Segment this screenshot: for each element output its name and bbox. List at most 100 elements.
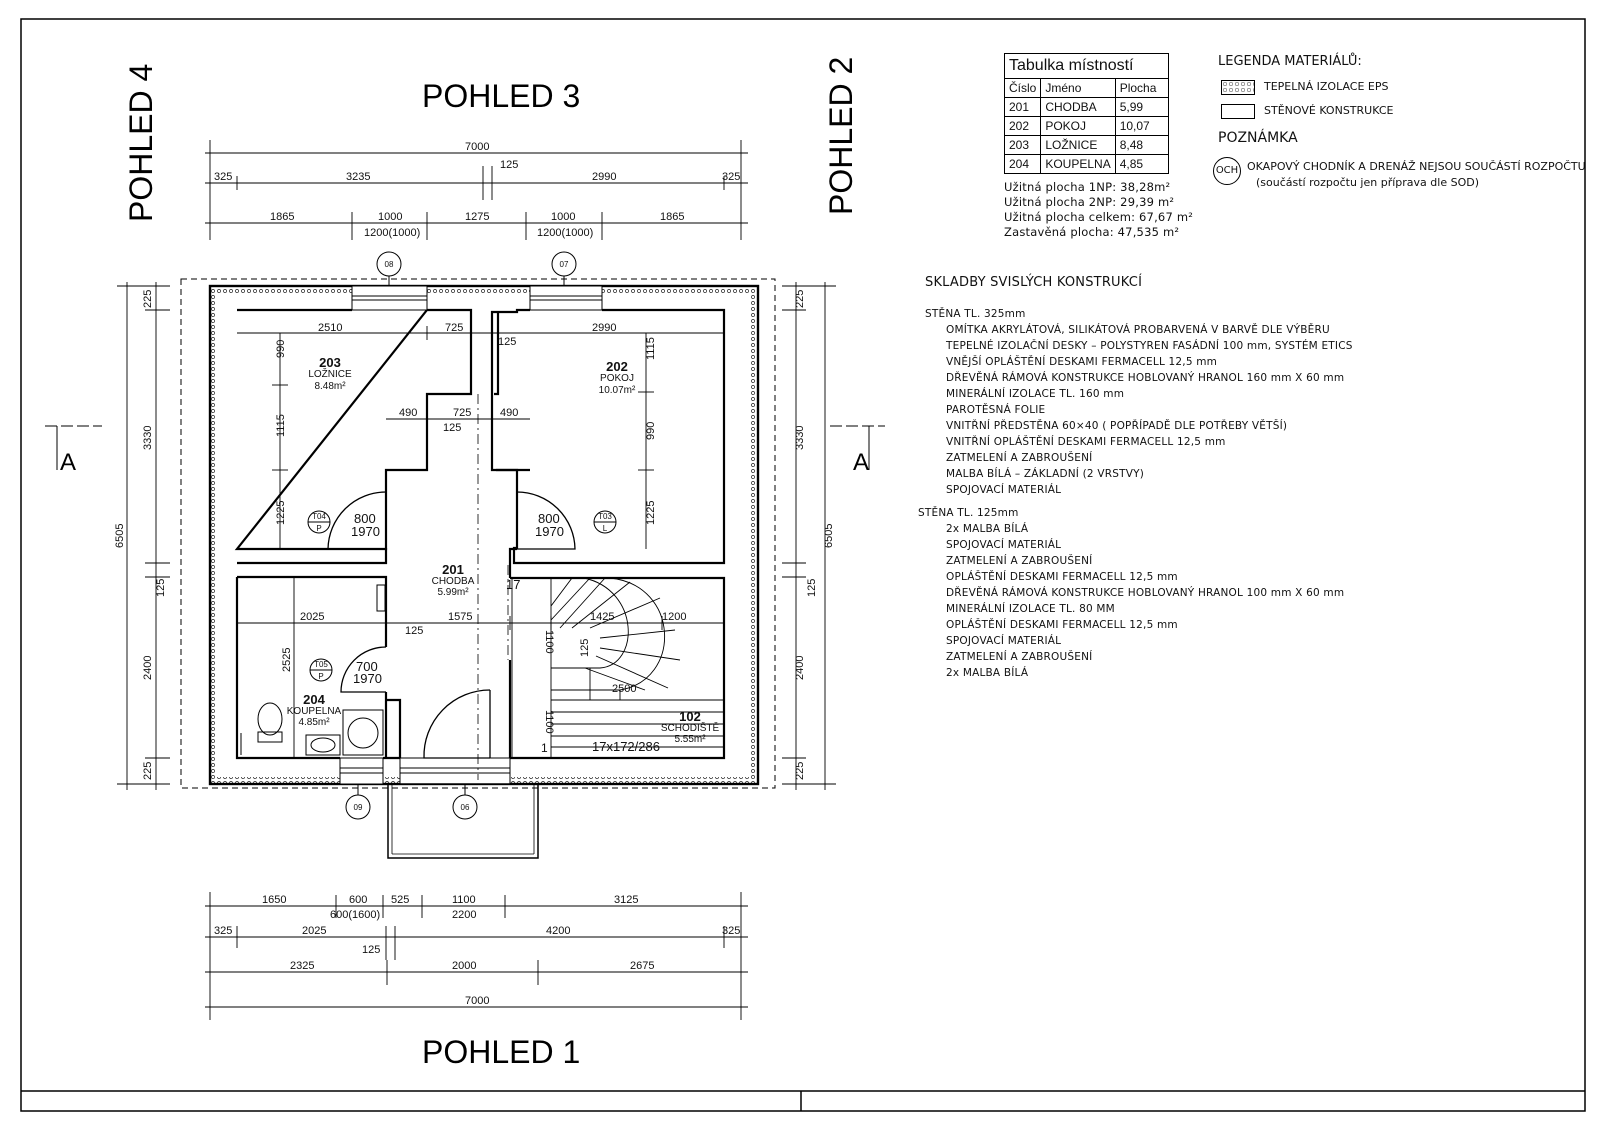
- window-tags: [345, 251, 577, 820]
- view-label-2: POHLED 2: [823, 57, 859, 215]
- dim-left-3330: 3330: [142, 426, 154, 450]
- dim-left-225a: 225: [142, 290, 154, 308]
- wall2-layer: DŘEVĚNÁ RÁMOVÁ KONSTRUKCE HOBLOVANÝ HRAN…: [946, 587, 1345, 599]
- dim-in-1115a: 1115: [275, 414, 287, 437]
- sheet-border: [20, 18, 1586, 1112]
- window-06: [399, 757, 511, 785]
- door-side-t03: L: [603, 524, 608, 533]
- wall-room202-b: [494, 312, 530, 472]
- wall1-layer: OMÍTKA AKRYLÁTOVÁ, SILIKÁTOVÁ PROBARVENÁ…: [946, 324, 1330, 336]
- dim-top-1865a: 1865: [270, 211, 294, 223]
- room-202-name: POKOJ: [600, 373, 634, 384]
- room-204-area: 4.85m²: [298, 717, 330, 728]
- legend-eps-label: TEPELNÁ IZOLACE EPS: [1264, 80, 1389, 93]
- legend-walls-label: STĚNOVÉ KONSTRUKCE: [1264, 104, 1394, 117]
- table-cell: 4,85: [1114, 154, 1169, 174]
- rooms-header-area: Plocha: [1114, 78, 1169, 98]
- dim-bot-125: 125: [362, 944, 380, 956]
- wall1-layer: TEPELNÉ IZOLAČNÍ DESKY – POLYSTYREN FASÁ…: [946, 340, 1353, 352]
- view-label-4: POHLED 4: [123, 64, 159, 222]
- wall1-layer: VNITŘNÍ PŘEDSTĚNA 60×40 ( POPŘÍPADĚ DLE …: [946, 420, 1288, 432]
- dim-top-sub-a: 1200(1000): [364, 227, 420, 239]
- room-202-number: 202: [606, 359, 628, 374]
- door-swings: [327, 491, 576, 759]
- dim-in-990a: 990: [275, 340, 287, 358]
- dim-right-225b: 225: [794, 762, 806, 780]
- view-label-3: POHLED 3: [422, 78, 580, 114]
- dim-right-2400: 2400: [794, 656, 806, 680]
- stair-width-2500: 2500: [612, 683, 636, 695]
- window-tag-08: 08: [385, 260, 394, 269]
- dim-bot-600: 600: [349, 894, 367, 906]
- dim-in-1225b: 1225: [645, 501, 657, 525]
- room-203-name: LOŽNICE: [308, 367, 352, 380]
- wall2-layer: MINERÁLNÍ IZOLACE TL. 80 MM: [946, 603, 1115, 615]
- window-tag-07: 07: [560, 260, 569, 269]
- wall-chimney: [386, 698, 402, 760]
- dim-bot-525: 525: [391, 894, 409, 906]
- dim-in-125a: 125: [498, 336, 516, 348]
- wall2-layer: 2x MALBA BÍLÁ: [946, 667, 1029, 679]
- table-cell: 201: [1003, 97, 1042, 117]
- dim-in-1115b: 1115: [645, 337, 657, 360]
- dim-right-225a: 225: [794, 290, 806, 308]
- window-tag-06: 06: [461, 803, 470, 812]
- room-204-name: KOUPELNA: [287, 706, 342, 717]
- door-tag-t05: T05: [314, 660, 328, 669]
- wall1-layer: VNITŘNÍ OPLÁŠTĚNÍ DESKAMI FERMACELL 12,5…: [946, 436, 1226, 448]
- rooms-table-title: Tabulka místností: [1004, 53, 1169, 79]
- view-label-1: POHLED 1: [422, 1034, 580, 1070]
- wall-203-corridor: [237, 548, 388, 565]
- dim-left-total: 6505: [114, 524, 126, 548]
- table-cell: KOUPELNA: [1040, 154, 1116, 174]
- rooms-header-name: Jméno: [1040, 78, 1116, 98]
- dim-top-1865b: 1865: [660, 211, 684, 223]
- dim-bot-325a: 325: [214, 925, 232, 937]
- room-202-area: 10.07m²: [599, 385, 636, 396]
- dim-top-125: 125: [500, 159, 518, 171]
- dim-right-3330: 3330: [794, 426, 806, 450]
- bathroom-fixtures: [240, 584, 386, 756]
- dim-bot-sub-2200: 2200: [452, 909, 476, 921]
- wall1-layer: MALBA BÍLÁ – ZÁKLADNÍ (2 VRSTVY): [946, 468, 1144, 480]
- dim-bot-4200: 4200: [546, 925, 570, 937]
- wall2-layer: ZATMELENÍ A ZABROUŠENÍ: [946, 555, 1093, 567]
- window-08: [351, 285, 428, 311]
- wall2-layer: SPOJOVACÍ MATERIÁL: [946, 635, 1062, 647]
- dim-bot-1100: 1100: [452, 894, 476, 906]
- note-line1: OKAPOVÝ CHODNÍK A DRENÁŽ NEJSOU SOUČÁSTÍ…: [1247, 160, 1586, 173]
- stair-step-17: 17: [506, 577, 520, 592]
- dim-top-1000b: 1000: [551, 211, 575, 223]
- legend-title: LEGENDA MATERIÁLŮ:: [1218, 54, 1362, 69]
- dim-in-2510: 2510: [318, 322, 342, 334]
- dim-bot-325b: 325: [722, 925, 740, 937]
- wall-room202: [490, 308, 726, 565]
- wall2-layer: OPLÁŠTĚNÍ DESKAMI FERMACELL 12,5 mm: [946, 571, 1178, 583]
- area-total: Užitná plocha celkem: 67,67 m²: [1004, 210, 1194, 224]
- room-201-name: CHODBA: [432, 576, 475, 587]
- dim-in-1225a: 1225: [275, 501, 287, 525]
- dim-top-sub-b: 1200(1000): [537, 227, 593, 239]
- wall2-layer: SPOJOVACÍ MATERIÁL: [946, 539, 1062, 551]
- note-title: POZNÁMKA: [1218, 130, 1298, 146]
- table-cell: POKOJ: [1040, 116, 1116, 136]
- rooms-header-number: Číslo: [1003, 78, 1042, 98]
- room-201-area: 5.99m²: [437, 587, 469, 598]
- axis-lines: [477, 394, 509, 780]
- dim-top-1000a: 1000: [378, 211, 402, 223]
- table-cell: 202: [1003, 116, 1042, 136]
- door-width-t05: 700: [356, 659, 378, 674]
- dim-in-125d: 125: [405, 625, 423, 637]
- table-cell: 10,07: [1114, 116, 1169, 136]
- table-cell: 203: [1003, 135, 1042, 155]
- section-label-left: A: [60, 449, 76, 476]
- stair-steps: 17x172/286: [592, 739, 660, 754]
- door-width-t03: 800: [538, 511, 560, 526]
- legend-walls-swatch: [1221, 104, 1255, 119]
- wall2-layer: ZATMELENÍ A ZABROUŠENÍ: [946, 651, 1093, 663]
- window-09: [339, 757, 384, 785]
- dim-top-1275: 1275: [465, 211, 489, 223]
- door-width-t04: 800: [354, 511, 376, 526]
- room-203-number: 203: [319, 355, 341, 370]
